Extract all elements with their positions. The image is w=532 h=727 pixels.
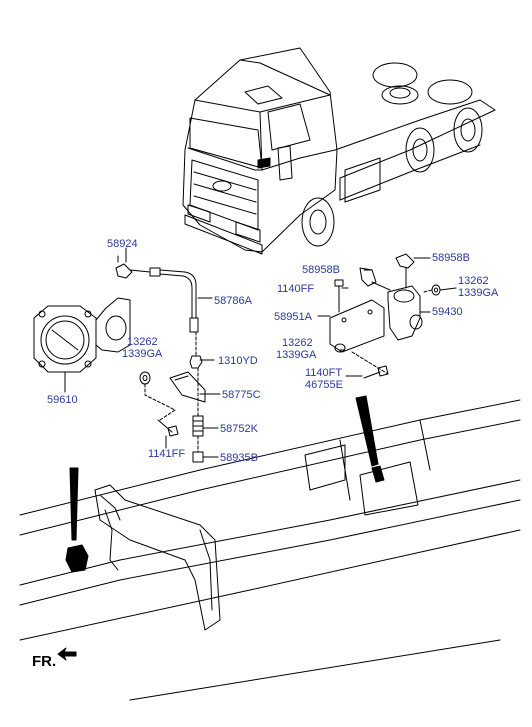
part-label-1339GA-right-top[interactable]: 1339GA — [458, 287, 499, 299]
part-label-58958B-left[interactable]: 58958B — [302, 264, 340, 276]
part-label-58958B-right[interactable]: 58958B — [432, 252, 470, 264]
left-assembly — [33, 255, 206, 463]
part-label-13262-left[interactable]: 13262 — [127, 336, 158, 348]
part-label-58924[interactable]: 58924 — [107, 238, 138, 250]
part-label-46755E[interactable]: 46755E — [305, 379, 343, 391]
part-label-1310YD[interactable]: 1310YD — [218, 355, 258, 367]
part-label-1140FT[interactable]: 1140FT — [305, 367, 343, 379]
chassis-frame — [19, 395, 521, 701]
part-label-58951A[interactable]: 58951A — [274, 311, 312, 323]
leader-lines — [64, 247, 457, 458]
part-label-1339GA-right-mid[interactable]: 1339GA — [276, 349, 317, 361]
part-label-58752K[interactable]: 58752K — [220, 423, 258, 435]
part-label-1339GA-left[interactable]: 1339GA — [122, 348, 163, 360]
right-assembly — [329, 253, 441, 379]
part-label-1140FF[interactable]: 1140FF — [277, 283, 315, 295]
part-label-1141FF[interactable]: 1141FF — [148, 448, 186, 460]
part-label-13262-right-mid[interactable]: 13262 — [282, 337, 313, 349]
part-label-58775C[interactable]: 58775C — [222, 389, 261, 401]
truck-illustration — [182, 47, 496, 255]
part-label-58935B[interactable]: 58935B — [220, 452, 258, 464]
part-label-58786A[interactable]: 58786A — [214, 295, 252, 307]
part-label-59430[interactable]: 59430 — [432, 306, 463, 318]
front-direction-arrow-icon — [57, 647, 77, 661]
front-direction-label: FR. — [32, 653, 57, 670]
part-label-59610[interactable]: 59610 — [47, 394, 78, 406]
part-label-13262-right-top[interactable]: 13262 — [458, 275, 489, 287]
